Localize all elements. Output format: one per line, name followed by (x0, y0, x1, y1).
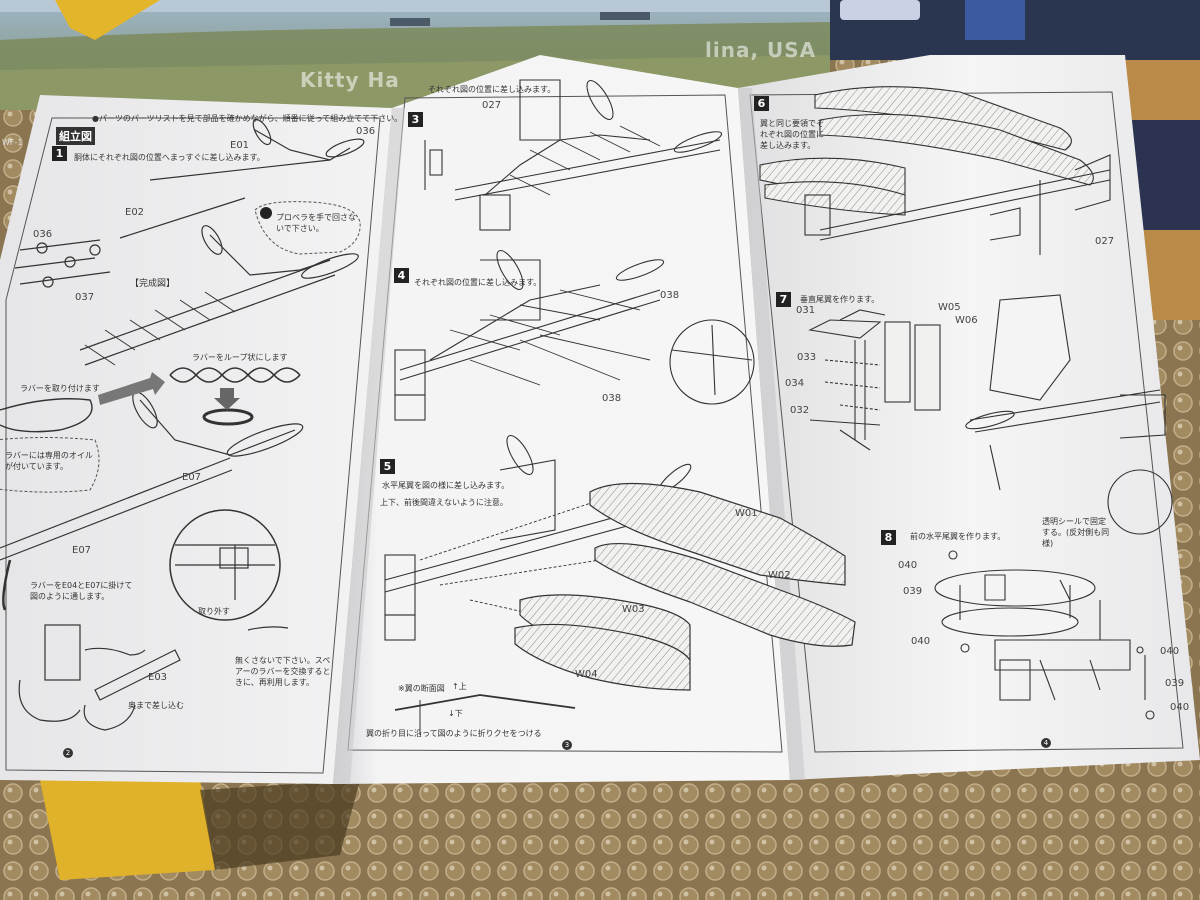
part-038-b: 038 (602, 393, 622, 404)
part-038-a: 038 (660, 290, 680, 301)
step-4-instruction: それぞれ図の位置に差し込みます。 (414, 278, 542, 287)
wing-label-w01: W01 (735, 508, 758, 519)
wing-label-w03: W03 (622, 604, 645, 615)
part-040-r2: 040 (1170, 702, 1190, 713)
part-w06: W06 (955, 315, 978, 326)
step-8-badge: 8 (881, 530, 896, 545)
step-4-badge: 4 (394, 268, 409, 283)
box-title-text-2: lina, USA (705, 38, 817, 62)
step-3-instruction: それぞれ図の位置に差し込みます。 (428, 85, 556, 94)
step-7-instruction: 垂直尾翼を作ります。 (800, 295, 880, 304)
step-3-badge: 3 (408, 112, 423, 127)
step-1-badge: 1 (52, 146, 67, 161)
oil-note: ラバーには専用のオイルが付いています。 (5, 451, 93, 471)
cross-section-down: ↓下 (448, 709, 463, 718)
part-e07-top: E07 (182, 472, 202, 483)
wing-label-w02: W02 (768, 570, 791, 581)
remove-label: 取り外す (198, 607, 230, 616)
middle-page (333, 55, 790, 784)
step-1-instruction: 胴体にそれぞれ図の位置へまっすぐに差し込みます。 (74, 153, 265, 162)
left-page (0, 95, 392, 784)
part-031: 031 (796, 305, 816, 316)
right-page (738, 55, 1200, 780)
cross-section-up: ↑上 (452, 682, 467, 691)
page-number-right: 4 (1041, 738, 1051, 748)
step-5-instruction: 水平尾翼を図の様に差し込みます。 (382, 481, 510, 490)
box-title-text-1: Kitty Ha (300, 68, 400, 92)
part-040-l1: 040 (898, 560, 918, 571)
box-code: WF-1 (2, 138, 23, 147)
caution-note: プロペラを手で回さないで下さい。 (276, 213, 356, 233)
part-033: 033 (797, 352, 817, 363)
part-040-r1: 040 (1160, 646, 1180, 657)
intro-note: ●パーツのパーツリストを見て部品を確かめながら、順番に従って組み立てて下さい。 (92, 114, 403, 123)
cross-section-title: ※翼の断面図 (398, 684, 445, 693)
page-number-left: 2 (63, 748, 73, 758)
rubber-loop-note: ラバーをループ状にします (192, 353, 288, 362)
step-5-badge: 5 (380, 459, 395, 474)
complete-label: 【完成図】 (130, 279, 176, 289)
part-label: E02 (125, 207, 145, 218)
fold-note: 翼の折り目に沿って図のように折りクセをつける (366, 729, 542, 738)
insert-note: 奥まで差し込む (128, 701, 184, 710)
part-label: E01 (230, 140, 250, 151)
step-6-instruction: 翼と同じ要領でそれぞれ図の位置に差し込みます。 (760, 119, 824, 150)
part-027-right: 027 (1095, 236, 1115, 247)
page-number-middle: 3 (562, 740, 572, 750)
step-8-instruction: 前の水平尾翼を作ります。 (910, 532, 1006, 541)
step-6-badge: 6 (754, 96, 769, 111)
part-e03: E03 (148, 672, 168, 683)
part-e07-mid: E07 (72, 545, 92, 556)
sticker-note: 透明シールで固定する。(反対側も同様) (1042, 517, 1110, 548)
hook-note: ラバーをE04とE07に掛けて図のように通します。 (30, 581, 133, 601)
part-039-l: 039 (903, 586, 923, 597)
step-5-note: 上下、前後間違えないように注意。 (380, 498, 508, 507)
section-title: 組立図 (56, 127, 95, 145)
wing-label-w04: W04 (575, 669, 598, 680)
part-w05: W05 (938, 302, 961, 313)
spare-note: 無くさないで下さい。スペアーのラバーを交換するときに、再利用します。 (235, 656, 331, 687)
wing-w02 (594, 542, 856, 647)
part-039-r: 039 (1165, 678, 1185, 689)
step-7-badge: 7 (776, 292, 791, 307)
part-032: 032 (790, 405, 810, 416)
part-label: 036 (356, 126, 376, 137)
wing-w01 (589, 482, 846, 586)
part-040-l2: 040 (911, 636, 931, 647)
part-label: 036 (33, 229, 53, 240)
rubber-attach-note: ラバーを取り付けます (20, 384, 100, 393)
part-label: 037 (75, 292, 95, 303)
wing-w04 (514, 623, 691, 691)
part-027-mid: 027 (482, 100, 502, 111)
part-034: 034 (785, 378, 805, 389)
